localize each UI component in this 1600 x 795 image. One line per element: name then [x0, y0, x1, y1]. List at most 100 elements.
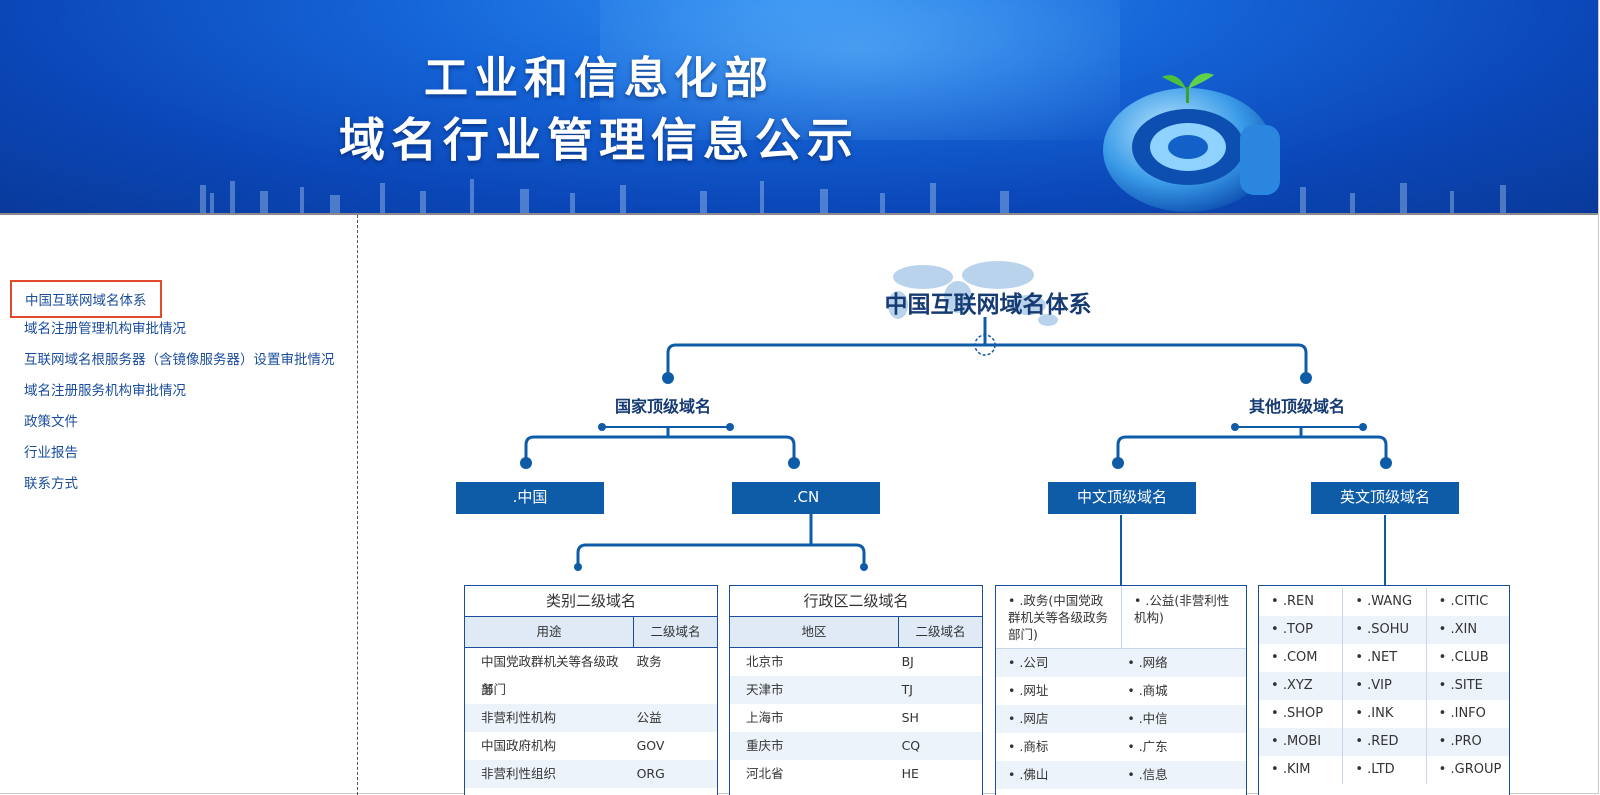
- cell-tld: .MOBI: [1259, 728, 1342, 756]
- cell-tld: .网店: [996, 705, 1115, 733]
- table-row: .佛山.信息: [996, 761, 1246, 789]
- table-row: 中国党政群机关等各级政务政务: [465, 648, 717, 697]
- chinese-tld-head: .政务(中国党政群机关等各级政务部门) .公益(非营利性机构): [996, 586, 1246, 649]
- national-tld-label: 国家顶级域名: [615, 397, 712, 416]
- at-sign-logo-icon: [1103, 73, 1280, 212]
- cell-domain: TJ: [901, 682, 913, 697]
- table-row: .公司.网络: [996, 649, 1246, 677]
- cell-tld: .商城: [1115, 677, 1246, 705]
- cell-tld: .VIP: [1342, 672, 1425, 700]
- table-row: .TOP.SOHU.XIN: [1259, 616, 1509, 644]
- sidebar-item-reports[interactable]: 行业报告: [24, 445, 78, 461]
- sidebar-item-policy[interactable]: 政策文件: [24, 414, 78, 430]
- sidebar-item-root-server-approval[interactable]: 互联网域名根服务器（含镜像服务器）设置审批情况: [24, 352, 335, 368]
- table-row: 非营利性机构公益: [465, 704, 717, 732]
- table-row: 河北省 HE: [730, 760, 982, 788]
- world-map-icon: [888, 261, 1058, 326]
- cell-tld: .SITE: [1425, 672, 1509, 700]
- header-banner: 工业和信息化部 域名行业管理信息公示: [0, 0, 1598, 215]
- table-row: .XYZ.VIP.SITE: [1259, 672, 1509, 700]
- cell-tld: .CITIC: [1425, 588, 1509, 616]
- english-tld-table: .REN.WANG.CITIC .TOP.SOHU.XIN .COM.NET.C…: [1258, 585, 1510, 795]
- sidebar-item-domain-system[interactable]: 中国互联网域名体系: [10, 280, 162, 318]
- other-tld-label: 其他顶级域名: [1249, 397, 1346, 416]
- box-zhongguo[interactable]: .中国: [456, 482, 604, 514]
- sidebar-item-contact[interactable]: 联系方式: [24, 476, 78, 492]
- cell-tld: .GROUP: [1425, 756, 1509, 784]
- cell-domain: ORG: [636, 766, 665, 781]
- cell-domain: 公益: [636, 710, 662, 725]
- skyline-decoration: [200, 179, 1506, 213]
- table-row: .网址.商城: [996, 677, 1246, 705]
- cell-tld: .INFO: [1425, 700, 1509, 728]
- cell-tld: .中信: [1115, 705, 1246, 733]
- cell-region: 重庆市: [746, 738, 784, 753]
- table-row: .SHOP.INK.INFO: [1259, 700, 1509, 728]
- table-row: .MOBI.RED.PRO: [1259, 728, 1509, 756]
- box-english-tld[interactable]: 英文顶级域名: [1311, 482, 1459, 514]
- cell-tld: .TOP: [1259, 616, 1342, 644]
- cell-usage: 中国政府机构: [481, 738, 557, 753]
- cell-tld: .LTD: [1342, 756, 1425, 784]
- cell-tld: .COM: [1259, 644, 1342, 672]
- box-chinese-tld[interactable]: 中文顶级域名: [1048, 482, 1196, 514]
- main-content: 中国互联网域名体系 国家顶级域名 其他顶级域名 .中国 .CN 中文顶级域名 英…: [358, 215, 1598, 795]
- table-row: 重庆市 CQ: [730, 732, 982, 760]
- chinese-tld-table: .政务(中国党政群机关等各级政务部门) .公益(非营利性机构) .公司.网络 .…: [995, 585, 1247, 795]
- cell-tld: .网址: [996, 677, 1115, 705]
- table-row: 天津市 TJ: [730, 676, 982, 704]
- header-second-level: 二级域名: [898, 617, 982, 647]
- cell-tld: .KIM: [1259, 756, 1342, 784]
- cell-tld: .REN: [1259, 588, 1342, 616]
- cell-domain: BJ: [901, 654, 914, 669]
- table-row: 部门: [465, 676, 717, 704]
- cell-domain: SH: [901, 710, 919, 725]
- region-table-header: 地区 二级域名: [730, 617, 982, 648]
- cell-tld: .网络: [1115, 649, 1246, 677]
- cell-tld: .商标: [996, 733, 1115, 761]
- table-row: .网店.中信: [996, 705, 1246, 733]
- cell-tld: .信息: [1115, 761, 1246, 789]
- table-row: .COM.NET.CLUB: [1259, 644, 1509, 672]
- sidebar-item-registrar-approval[interactable]: 域名注册服务机构审批情况: [24, 383, 186, 399]
- tree-connectors: [520, 261, 1392, 585]
- banner-title-line1: 工业和信息化部: [424, 53, 774, 104]
- cell-domain: CQ: [901, 738, 921, 753]
- table-row: .REN.WANG.CITIC: [1259, 588, 1509, 616]
- header-second-level: 二级域名: [633, 617, 717, 647]
- cell-region: 天津市: [746, 682, 784, 697]
- cell-tld: .XYZ: [1259, 672, 1342, 700]
- cell-tld: .RED: [1342, 728, 1425, 756]
- sidebar: 中国互联网域名体系 域名注册管理机构审批情况 互联网域名根服务器（含镜像服务器）…: [0, 215, 358, 795]
- cell-tld: .INK: [1342, 700, 1425, 728]
- table-row: 非营利性组织 ORG: [465, 760, 717, 788]
- cell-tld: .SOHU: [1342, 616, 1425, 644]
- cell-tld: .佛山: [996, 761, 1115, 789]
- cell-tld: .NET: [1342, 644, 1425, 672]
- cell-tld: .广东: [1115, 733, 1246, 761]
- box-cn[interactable]: .CN: [732, 482, 880, 514]
- category-table: 类别二级域名 用途 二级域名 中国党政群机关等各级政务政务 部门 非营利性机构公…: [464, 585, 718, 795]
- diagram-title: 中国互联网域名体系: [884, 292, 1092, 318]
- header-region: 地区: [801, 624, 827, 639]
- cell-tld: .公司: [996, 649, 1115, 677]
- cell-tld: .SHOP: [1259, 700, 1342, 728]
- cell-tld: .CLUB: [1425, 644, 1509, 672]
- cell-domain: HE: [901, 766, 919, 781]
- category-table-title: 类别二级域名: [465, 586, 717, 617]
- cell-zhengwu: .政务(中国党政群机关等各级政务部门): [996, 586, 1121, 648]
- sidebar-item-registry-approval[interactable]: 域名注册管理机构审批情况: [24, 321, 186, 337]
- cell-domain: GOV: [636, 738, 665, 753]
- cell-gongyi: .公益(非营利性机构): [1121, 586, 1246, 648]
- table-row: 中国政府机构 GOV: [465, 732, 717, 760]
- cell-usage: 非营利性组织: [481, 766, 557, 781]
- table-row: .商标.广东: [996, 733, 1246, 761]
- cell-tld: .PRO: [1425, 728, 1509, 756]
- table-row: .KIM.LTD.GROUP: [1259, 756, 1509, 784]
- cell-tld: .XIN: [1425, 616, 1509, 644]
- cell-region: 河北省: [746, 766, 784, 781]
- cell-domain: [627, 676, 717, 704]
- cell-region: 上海市: [746, 710, 784, 725]
